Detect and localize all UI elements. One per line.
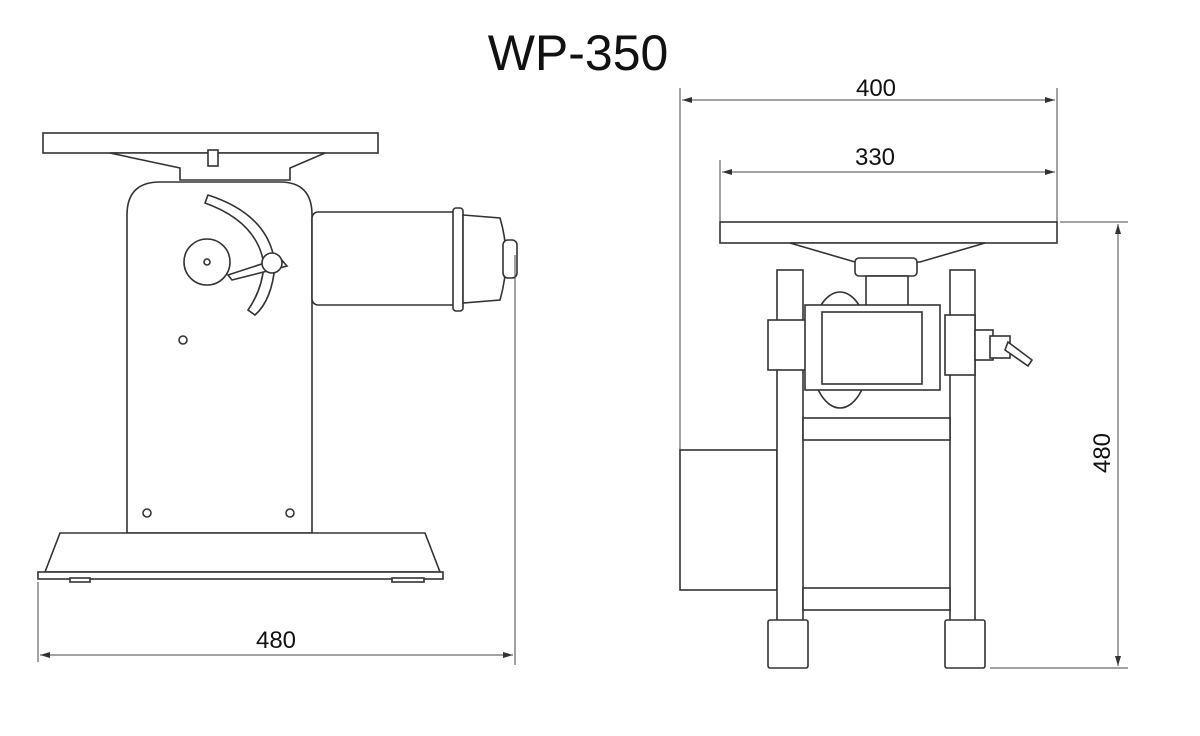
drawing-stroke — [203, 258, 211, 266]
side-box — [679, 449, 778, 591]
drawing-stroke — [285, 508, 295, 518]
base-plate — [43, 532, 442, 573]
drawing-stroke — [802, 417, 951, 441]
drawing-stroke — [802, 587, 951, 611]
side-width-label: 480 — [256, 627, 296, 654]
drawing-stroke — [462, 214, 507, 304]
motor-housing — [311, 211, 461, 306]
front-view: 400 330 480 — [679, 75, 1128, 669]
drawing-stroke — [789, 242, 986, 263]
drawing-stroke — [391, 577, 425, 583]
drawing-stroke — [944, 314, 976, 376]
drawing-stroke — [37, 571, 444, 580]
left-foot — [767, 619, 809, 669]
lock-handle — [1004, 340, 1034, 368]
side-view: 480 — [37, 132, 518, 665]
height-label: 480 — [1089, 433, 1116, 473]
motor-ring — [452, 207, 464, 312]
body-column — [126, 181, 313, 534]
drawing-stroke — [767, 319, 809, 371]
drawing-stroke — [69, 577, 91, 583]
drawing-stroke — [142, 508, 152, 518]
table-plate — [719, 221, 1058, 244]
table-width-label: 330 — [855, 144, 895, 171]
tilt-slot-arc — [203, 194, 276, 317]
drawing-stroke — [502, 239, 518, 279]
model-title: WP-350 — [488, 25, 669, 81]
drawing-stroke — [207, 149, 219, 167]
drawing-stroke — [854, 257, 918, 277]
drawing-stroke — [261, 252, 283, 274]
drawing-stroke — [865, 275, 909, 307]
right-foot — [944, 619, 986, 669]
overall-width-label: 400 — [856, 75, 896, 102]
drawing-stroke — [821, 311, 923, 385]
drawing-stroke — [178, 335, 188, 345]
